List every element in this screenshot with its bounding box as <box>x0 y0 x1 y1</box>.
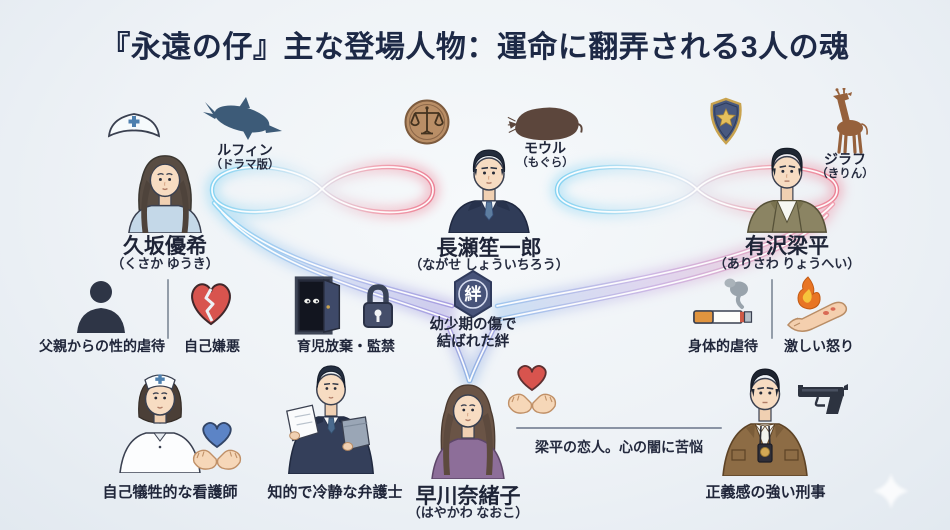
divider-line <box>771 279 773 339</box>
person-silhouette-icon <box>77 281 125 333</box>
trauma-label-anger: 激しい怒り <box>784 338 854 354</box>
sparkle-icon <box>873 473 909 509</box>
naoko-note: 梁平の恋人。心の闇に苦悩 <box>535 439 703 455</box>
fire-and-arm-icon <box>787 276 848 332</box>
character-reading-ryohei: （ありさわ りょうへい） <box>713 256 861 271</box>
police-badge-icon <box>710 97 742 145</box>
role-label-detective: 正義感の強い刑事 <box>705 484 826 501</box>
portrait-nurse-yuki-adult <box>119 374 201 473</box>
animal-reading-moul: （もぐら） <box>516 157 574 169</box>
role-label-nurse: 自己犠牲的な看護師 <box>102 484 238 501</box>
mole-icon <box>507 107 583 141</box>
character-name-ryohei: 有沢梁平 <box>745 235 829 258</box>
giraffe-icon <box>833 88 868 154</box>
portrait-kusaka-yuki <box>128 155 202 233</box>
bond-label-line1: 幼少期の傷で <box>429 317 517 333</box>
animal-label-rufin: ルフィン <box>217 142 273 158</box>
character-reading-yuki: （くさか ゆうき） <box>111 256 219 271</box>
portrait-hayakawa-naoko <box>431 384 505 479</box>
scales-of-justice-icon <box>404 99 450 145</box>
dolphin-icon <box>203 97 282 140</box>
bond-kizuna-badge-icon: 絆 <box>454 270 492 318</box>
character-name-shoichiro: 長瀬笙一郎 <box>436 237 542 260</box>
note-pointer-line <box>516 427 722 429</box>
role-label-lawyer: 知的で冷静な弁護士 <box>267 484 403 501</box>
hands-holding-blue-heart-icon <box>192 422 242 470</box>
character-reading-shoichiro: （ながせ しょういちろう） <box>409 257 569 272</box>
portrait-lawyer-shoichiro-adult <box>286 365 374 474</box>
hands-holding-red-heart-icon <box>507 365 557 414</box>
portrait-detective-ryohei-adult <box>722 368 808 476</box>
door-icon <box>294 276 341 335</box>
divider-line <box>167 279 169 339</box>
bond-kanji: 絆 <box>465 284 482 304</box>
trauma-label-self-hate: 自己嫌悪 <box>184 338 240 354</box>
animal-label-giraffe: ジラフ <box>824 151 866 167</box>
animal-label-moul: モウル <box>524 140 566 156</box>
animal-reading-giraffe: （きりん） <box>816 168 874 180</box>
character-name-yuki: 久坂優希 <box>123 235 207 258</box>
portrait-nagase-shoichiro <box>448 149 530 233</box>
page-title: 『永遠の仔』主な登場人物：運命に翻弄される3人の魂 <box>100 31 850 64</box>
nurse-cap-icon <box>107 113 161 138</box>
padlock-icon <box>363 284 393 328</box>
character-name-naoko: 早川奈緒子 <box>415 485 521 508</box>
trauma-label-sexual-abuse: 父親からの性的虐待 <box>39 338 165 354</box>
broken-heart-icon <box>191 283 231 326</box>
character-reading-naoko: （はやかわ なおこ） <box>407 505 529 520</box>
animal-reading-rufin: （ドラマ版） <box>210 159 280 171</box>
portrait-arisawa-ryohei <box>746 147 828 233</box>
trauma-label-physical-abuse: 身体的虐待 <box>688 338 758 354</box>
handgun-icon <box>798 384 848 414</box>
bond-label-line2: 結ばれた絆 <box>436 334 510 350</box>
trauma-label-neglect: 育児放棄・監禁 <box>297 338 395 354</box>
cigarette-icon <box>693 278 753 324</box>
